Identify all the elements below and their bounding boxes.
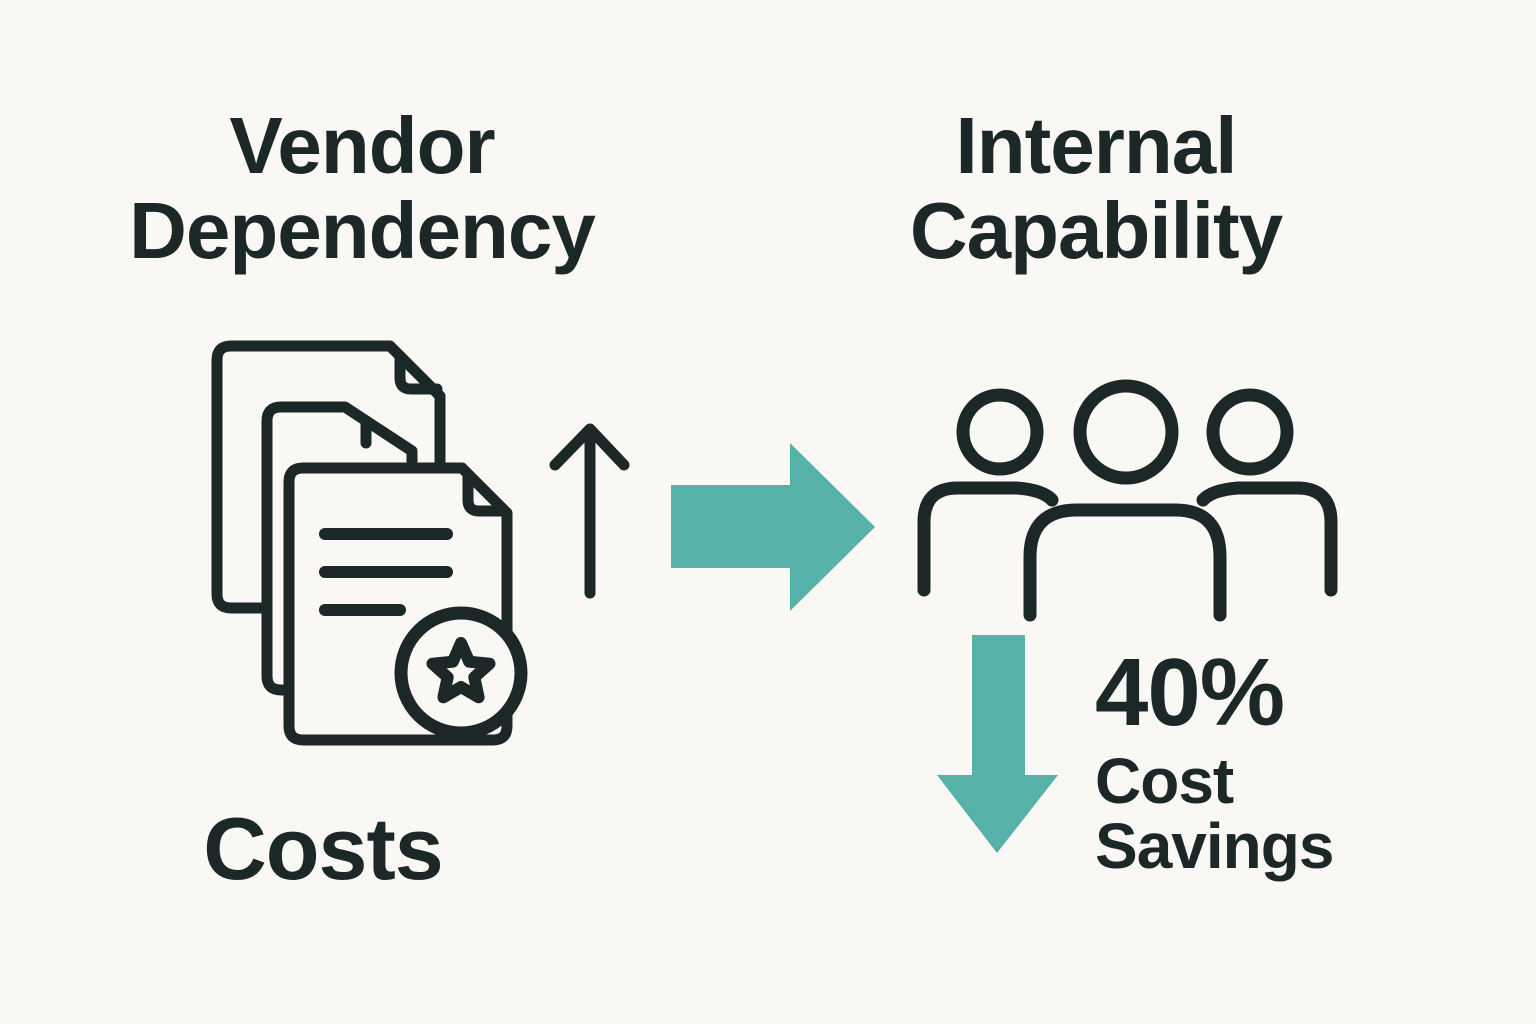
document-fold-back (394, 350, 443, 395)
right-title-line2: Capability (909, 185, 1283, 275)
person-left-shoulders (917, 481, 1059, 597)
decrease-arrow-icon (937, 635, 1058, 853)
person-center-head (1073, 379, 1179, 485)
documents-stack-icon (211, 340, 528, 746)
stat-label-line1: Cost (1095, 745, 1234, 817)
stat-label: Cost Savings (1095, 745, 1334, 883)
left-title-line1: Vendor (229, 101, 495, 190)
right-title-line1: Internal (955, 101, 1238, 190)
right-title: Internal Capability (796, 101, 1396, 275)
team-icon (917, 379, 1338, 622)
left-title: Vendor Dependency (62, 101, 662, 275)
person-right-head (1206, 388, 1294, 476)
person-right-shoulders (1196, 481, 1338, 597)
person-center-shoulders (1023, 503, 1227, 622)
stat-value: 40% (1095, 639, 1285, 746)
stat-label-line2: Savings (1095, 810, 1334, 883)
document-fold-front (462, 469, 510, 517)
increase-arrow-icon (549, 423, 630, 599)
left-title-line2: Dependency (129, 185, 596, 275)
right-arrow-icon (671, 443, 875, 611)
person-left-head (956, 388, 1044, 476)
star-badge-icon (426, 637, 496, 704)
costs-caption: Costs (203, 799, 444, 898)
savings-stat: 40% Cost Savings (1095, 639, 1334, 883)
